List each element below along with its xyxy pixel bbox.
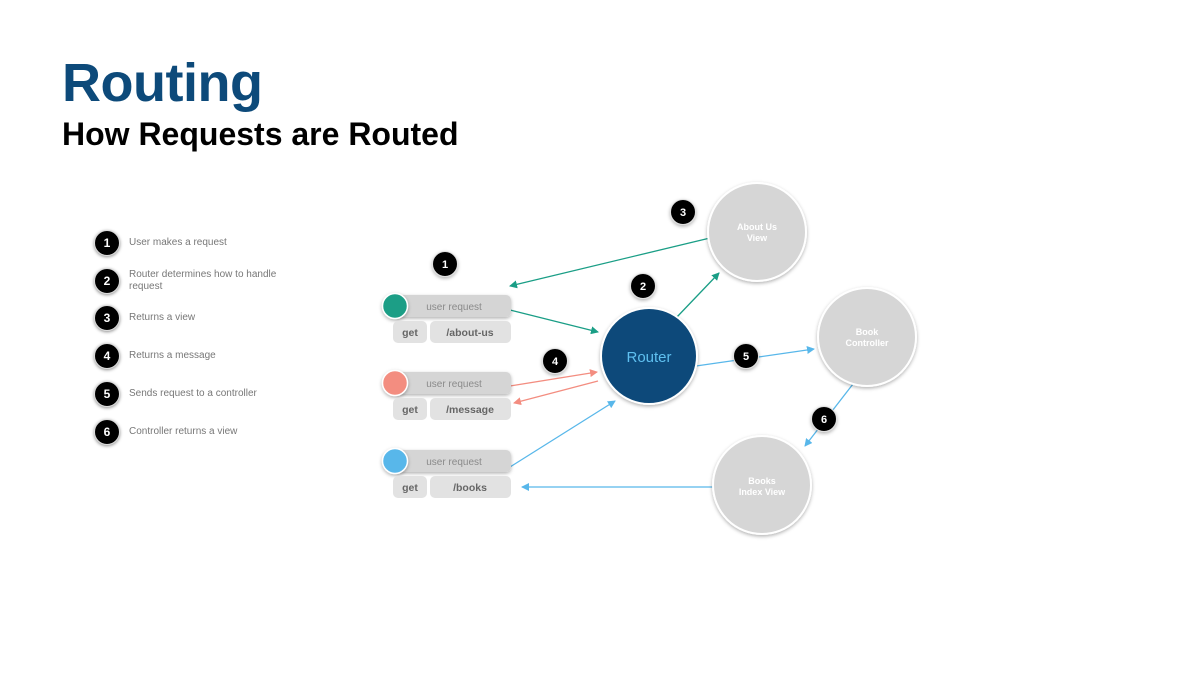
legend-item-1: 1 User makes a request xyxy=(94,230,289,256)
step-number-badge: 3 xyxy=(94,305,120,331)
user-dot-green xyxy=(381,292,409,320)
request-books: user request get /books xyxy=(381,447,511,498)
books-index-view-circle xyxy=(712,435,812,535)
about-us-view-circle xyxy=(707,182,807,282)
request-label-box xyxy=(393,450,511,472)
legend-item-3: 3 Returns a view xyxy=(94,305,289,331)
step-badge-4: 4 xyxy=(542,348,568,374)
about-us-view-label-1: About Us xyxy=(737,222,777,232)
path-label: /about-us xyxy=(446,327,493,339)
step-badge-1: 1 xyxy=(432,251,458,277)
arrow-router-to-message xyxy=(513,380,599,406)
arrow-message-to-router xyxy=(509,369,598,387)
request-label-box xyxy=(393,372,511,394)
about-us-view-label-2: View xyxy=(747,233,768,243)
path-box xyxy=(430,398,511,420)
legend-text: User makes a request xyxy=(129,237,227,248)
step-number-badge: 1 xyxy=(94,230,120,256)
router-circle xyxy=(600,307,698,405)
legend-item-2: 2 Router determines how to handle reques… xyxy=(94,268,289,294)
arrow-books-to-router xyxy=(509,400,616,468)
method-label: get xyxy=(402,482,418,494)
svg-text:5: 5 xyxy=(743,351,749,363)
step-badges: 1 2 3 4 5 6 xyxy=(432,199,837,432)
step-number-badge: 6 xyxy=(94,419,120,445)
path-box xyxy=(430,476,511,498)
arrow-request-to-router xyxy=(509,309,599,335)
user-dot-blue xyxy=(381,447,409,475)
book-controller-label-2: Controller xyxy=(845,338,888,348)
about-us-view-node: About Us View xyxy=(707,182,807,282)
book-controller-circle xyxy=(817,287,917,387)
request-about-us: user request get /about-us xyxy=(381,292,511,343)
books-index-view-node: Books Index View xyxy=(712,435,812,535)
step-number-badge: 5 xyxy=(94,381,120,407)
step-badge-3: 3 xyxy=(670,199,696,225)
step-badge-6: 6 xyxy=(811,406,837,432)
step-badge-2: 2 xyxy=(630,273,656,299)
page-subtitle: How Requests are Routed xyxy=(62,116,459,152)
legend-text: Returns a view xyxy=(129,312,196,323)
request-label: user request xyxy=(426,302,482,313)
book-controller-label-1: Book xyxy=(856,327,879,337)
path-label: /books xyxy=(453,482,487,494)
page-title: Routing xyxy=(62,53,263,113)
svg-text:4: 4 xyxy=(552,356,559,368)
legend-text: Sends request to a controller xyxy=(129,388,257,399)
step-number-badge: 2 xyxy=(94,268,120,294)
path-box xyxy=(430,321,511,343)
svg-text:1: 1 xyxy=(442,259,448,271)
path-label: /message xyxy=(446,404,494,416)
step-badge-5: 5 xyxy=(733,343,759,369)
request-label-box xyxy=(393,295,511,317)
flow-arrows xyxy=(509,237,854,491)
svg-text:3: 3 xyxy=(680,207,686,219)
method-label: get xyxy=(402,404,418,416)
request-message: user request get /message xyxy=(381,369,511,420)
request-label: user request xyxy=(426,457,482,468)
legend-text: Controller returns a view xyxy=(129,426,238,437)
method-box xyxy=(393,476,427,498)
router-label: Router xyxy=(626,349,671,366)
legend-item-6: 6 Controller returns a view xyxy=(94,419,289,445)
svg-text:2: 2 xyxy=(640,281,646,293)
legend-item-5: 5 Sends request to a controller xyxy=(94,381,289,407)
method-box xyxy=(393,321,427,343)
step-number-badge: 4 xyxy=(94,343,120,369)
legend-item-4: 4 Returns a message xyxy=(94,343,289,369)
request-label: user request xyxy=(426,379,482,390)
book-controller-node: Book Controller xyxy=(817,287,917,387)
legend-text: Router determines how to handle request xyxy=(129,269,277,292)
router-node: Router xyxy=(600,307,698,405)
method-label: get xyxy=(402,327,418,339)
arrow-router-to-about-view xyxy=(675,272,720,319)
method-box xyxy=(393,398,427,420)
books-index-view-label-1: Books xyxy=(748,476,776,486)
user-dot-red xyxy=(381,369,409,397)
svg-text:6: 6 xyxy=(821,414,827,426)
books-index-view-label-2: Index View xyxy=(739,487,786,497)
arrow-about-view-to-request xyxy=(509,237,711,289)
legend-text: Returns a message xyxy=(129,350,216,361)
